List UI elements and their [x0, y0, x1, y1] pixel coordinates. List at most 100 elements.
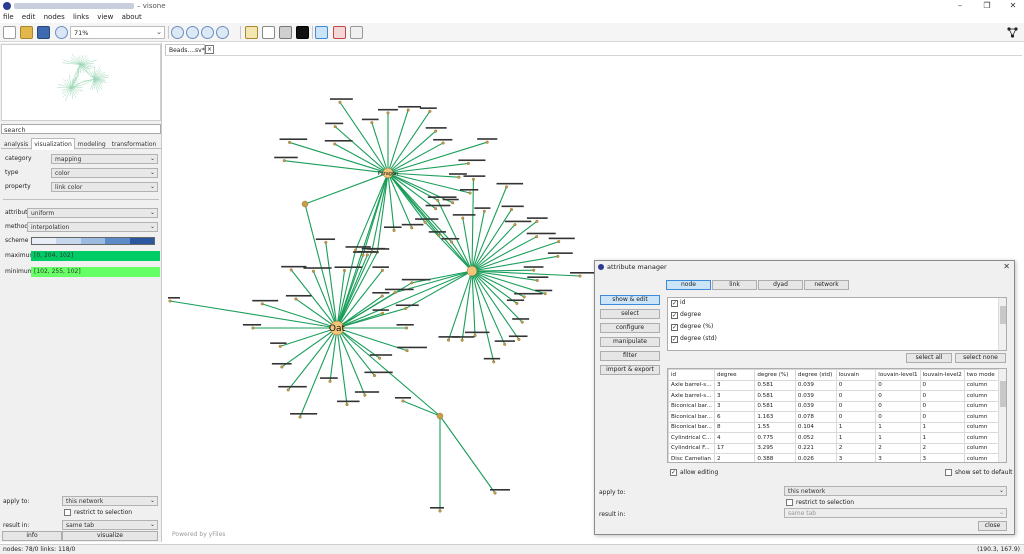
graph-node[interactable]	[513, 223, 517, 227]
table-cell[interactable]: Cylindrical C...	[668, 432, 715, 444]
apply-to-select[interactable]: this network⌄	[62, 496, 158, 506]
graph-node[interactable]	[311, 269, 315, 273]
graph-node[interactable]	[251, 326, 255, 330]
table-cell[interactable]: 2	[713, 453, 756, 462]
menu-edit[interactable]: edit	[21, 13, 36, 21]
graph-node[interactable]	[354, 248, 358, 252]
maximize-button[interactable]: ❐	[983, 1, 991, 10]
restrict-selection-checkbox[interactable]	[64, 509, 71, 516]
graph-node[interactable]	[286, 388, 290, 392]
visualize-button[interactable]: visualize	[62, 531, 158, 541]
show-default-checkbox[interactable]	[945, 469, 952, 476]
graph-node[interactable]	[428, 109, 432, 113]
select-mode-icon[interactable]	[315, 26, 328, 39]
dialog-restrict-checkbox[interactable]	[786, 499, 793, 506]
table-cell[interactable]: 0	[875, 411, 921, 423]
print-icon[interactable]	[279, 26, 292, 39]
graph-node[interactable]	[434, 129, 438, 133]
menu-view[interactable]: view	[97, 13, 114, 21]
scrollbar-thumb[interactable]	[1000, 381, 1006, 407]
manipulate-button[interactable]: manipulate	[600, 337, 660, 347]
table-cell[interactable]: 0.039	[794, 379, 837, 391]
tab-transformation[interactable]: transformation	[111, 141, 157, 148]
graph-node[interactable]	[393, 291, 397, 295]
dialog-result-in-select[interactable]: same tab⌄	[784, 508, 1007, 518]
graph-node[interactable]	[328, 379, 332, 383]
table-cell[interactable]: 6	[713, 411, 756, 423]
graph-node[interactable]	[503, 342, 507, 346]
table-cell[interactable]: 0.581	[754, 390, 796, 402]
graph-node[interactable]	[532, 268, 536, 272]
table-cell[interactable]: 0	[835, 390, 877, 402]
attribute-table-icon[interactable]	[245, 26, 258, 39]
graph-node[interactable]	[557, 240, 561, 244]
table-cell[interactable]: 1	[919, 421, 965, 433]
color-scheme-picker[interactable]	[31, 237, 155, 245]
draw-mode-icon[interactable]	[333, 26, 346, 39]
zoom-out-icon[interactable]	[186, 26, 199, 39]
attribute-table[interactable]: id degree degree (%) degree (std) louvai…	[667, 368, 1007, 463]
graph-node[interactable]	[457, 175, 461, 179]
graph-node[interactable]	[451, 201, 455, 205]
graph-node[interactable]	[535, 235, 539, 239]
zoom-in-icon[interactable]	[171, 26, 184, 39]
table-cell[interactable]: Biconical bar...	[668, 400, 715, 412]
table-cell[interactable]: 8	[713, 421, 756, 433]
info-button[interactable]: info	[2, 531, 62, 541]
table-cell[interactable]: 0	[919, 411, 965, 423]
table-cell[interactable]: 0	[919, 390, 965, 402]
table-cell[interactable]: 0.026	[794, 453, 837, 462]
result-in-select[interactable]: same tab⌄	[62, 520, 158, 530]
graph-node[interactable]	[434, 207, 438, 211]
table-cell[interactable]: 3	[875, 453, 921, 462]
attribute-list-scrollbar[interactable]	[998, 298, 1006, 350]
close-window-button[interactable]: ✕	[1009, 1, 1017, 10]
segment-link[interactable]: link	[712, 280, 757, 290]
checkbox-checked-icon[interactable]: ✓	[671, 300, 678, 307]
column-header-louvain-level1[interactable]: louvain-level1	[875, 369, 921, 381]
table-cell[interactable]: 2	[919, 442, 965, 454]
table-cell[interactable]: 3	[713, 379, 756, 391]
table-cell[interactable]: 0.581	[754, 379, 796, 391]
table-cell[interactable]: 3	[919, 453, 965, 462]
table-cell[interactable]: 1	[835, 421, 877, 433]
graph-node[interactable]	[294, 297, 298, 301]
table-cell[interactable]: 0.104	[794, 421, 837, 433]
pointer-mode-icon[interactable]	[350, 26, 363, 39]
zoom-level-select[interactable]: 71%⌄	[70, 26, 165, 39]
close-tab-icon[interactable]: ×	[205, 45, 214, 54]
select-all-button[interactable]: select all	[906, 353, 952, 363]
column-header-id[interactable]: id	[668, 369, 715, 381]
table-cell[interactable]: Axle barrel-s...	[668, 379, 715, 391]
table-cell[interactable]: 0	[919, 400, 965, 412]
graph-node[interactable]	[482, 209, 486, 213]
table-cell[interactable]: Axle barrel-s...	[668, 390, 715, 402]
graph-node[interactable]	[450, 240, 454, 244]
graph-node[interactable]	[333, 142, 337, 146]
dialog-close-button[interactable]: close	[978, 521, 1007, 531]
graph-node[interactable]	[466, 265, 478, 277]
graph-node[interactable]	[447, 338, 451, 342]
table-cell[interactable]: 3.295	[754, 442, 796, 454]
category-select[interactable]: mapping⌄	[51, 154, 158, 164]
attribute-list[interactable]: ✓id ✓degree ✓degree (%) ✓degree (std)	[667, 297, 1007, 351]
minimum-color-field[interactable]: [102, 255, 102]	[31, 267, 160, 277]
menu-about[interactable]: about	[121, 13, 142, 21]
graph-node[interactable]	[260, 302, 264, 306]
checkbox-checked-icon[interactable]: ✓	[671, 336, 678, 343]
graph-node[interactable]	[505, 185, 509, 189]
table-cell[interactable]: Disc Camelian	[668, 453, 715, 462]
column-header-louvain-level2[interactable]: louvain-level2	[919, 369, 965, 381]
graph-node[interactable]	[333, 125, 337, 129]
checkbox-checked-icon[interactable]: ✓	[671, 324, 678, 331]
graph-node[interactable]	[471, 177, 475, 181]
graph-node[interactable]	[380, 268, 384, 272]
graph-node[interactable]	[578, 274, 582, 278]
graph-node[interactable]	[282, 159, 286, 163]
table-cell[interactable]: 0.039	[794, 400, 837, 412]
save-icon[interactable]	[37, 26, 50, 39]
